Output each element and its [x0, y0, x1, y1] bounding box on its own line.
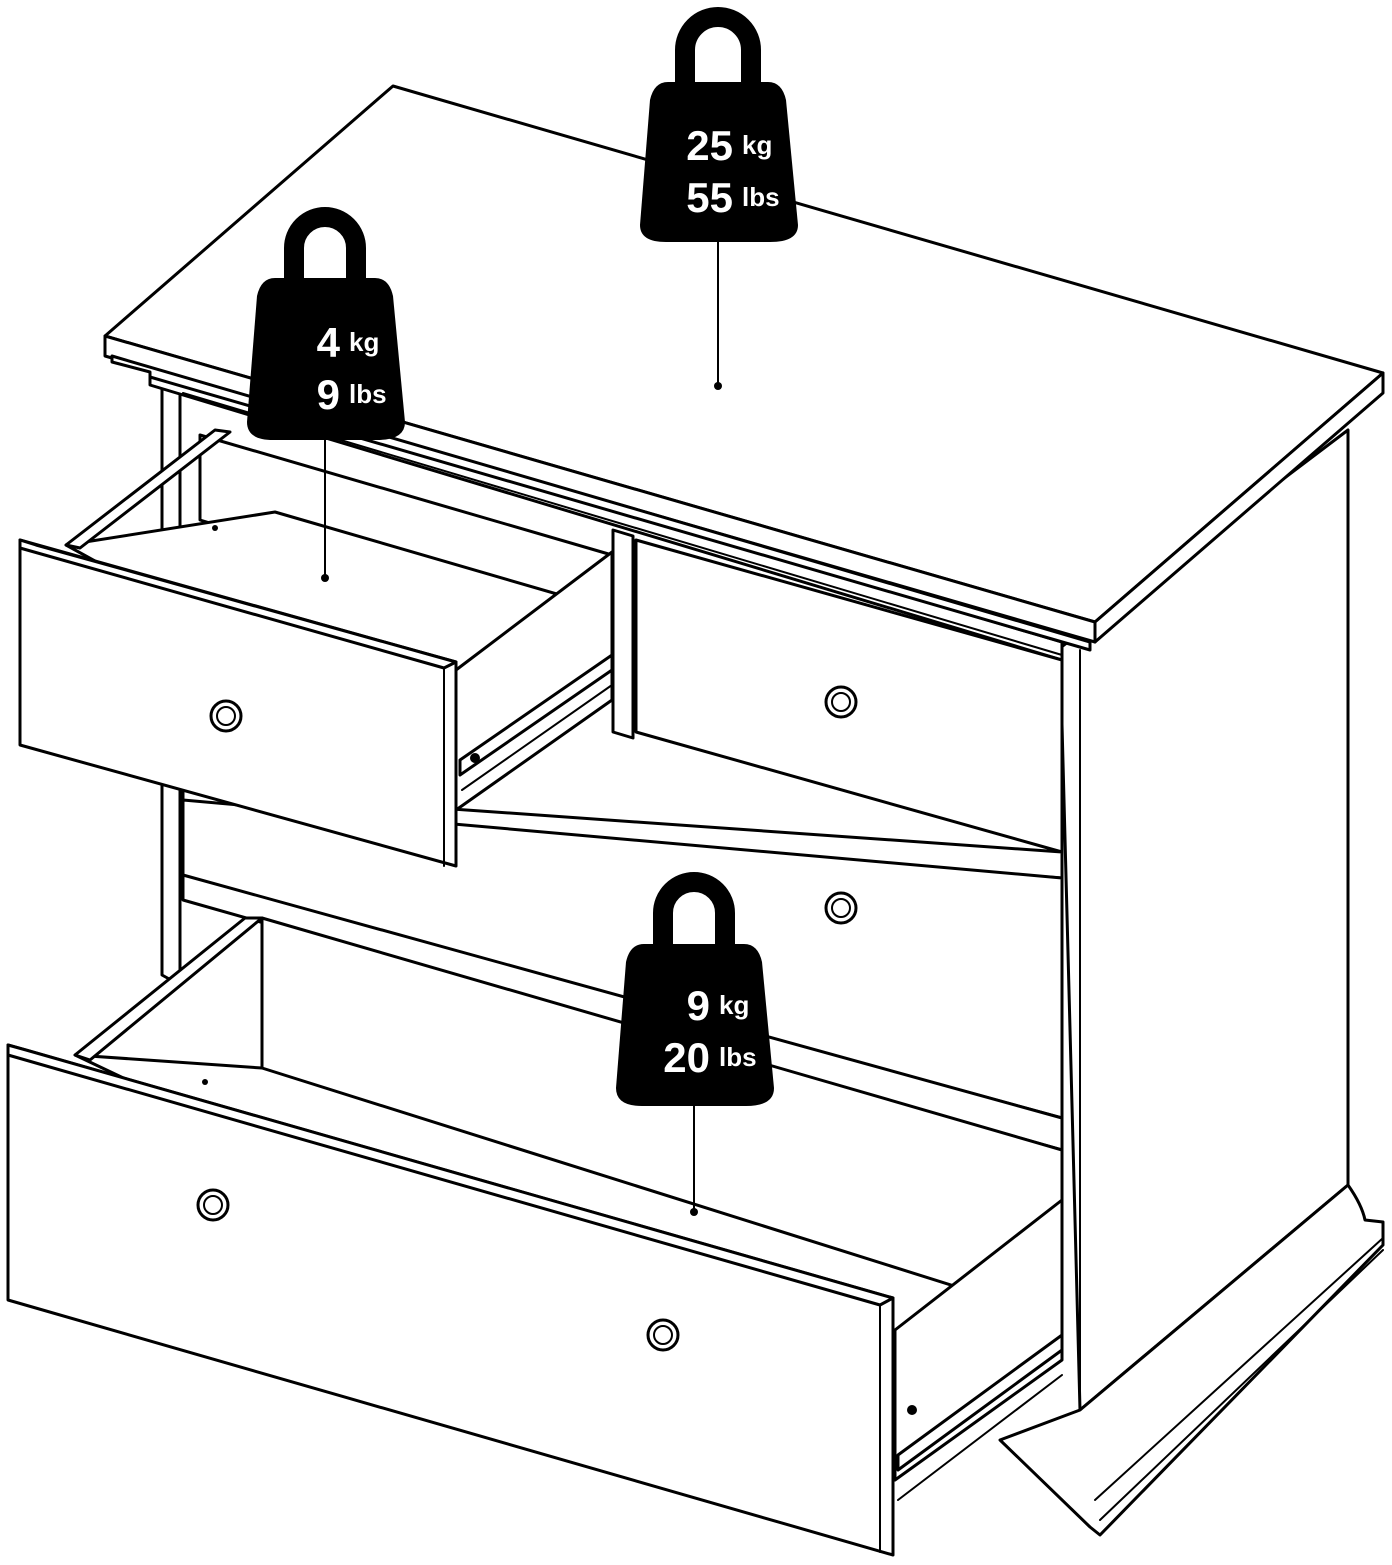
cabinet-plinth [998, 1183, 1385, 1537]
weight-small-drawer-lbs-value: 9 [317, 371, 340, 418]
weight-top-lbs-unit: lbs [742, 182, 780, 212]
drawer-upper-left-front-top [18, 538, 458, 670]
weight-top-lbs-value: 55 [686, 174, 733, 221]
drawer-bottom-left-side [73, 916, 264, 1062]
weight-top-kg-unit: kg [742, 130, 772, 160]
weight-top-icon [640, 82, 798, 242]
weight-small-drawer-kg-unit: kg [349, 327, 379, 357]
knob-upper-right [824, 685, 858, 719]
knob-bottom-left [196, 1188, 230, 1222]
weight-large-drawer-icon [616, 944, 774, 1106]
drawer-upper-left-left-side [64, 428, 232, 550]
knob-upper-left [209, 699, 243, 733]
cabinet-center-divider [611, 528, 635, 740]
weight-small-drawer-kg-value: 4 [317, 319, 341, 366]
cabinet-top-edge-right [1093, 371, 1385, 644]
weight-large-drawer-kg-unit: kg [719, 990, 749, 1020]
weight-top: 25 kg 55 lbs [640, 7, 798, 390]
weight-large-drawer: 9 kg 20 lbs [616, 872, 774, 1216]
drawer-upper-left-open [18, 428, 614, 868]
weight-large-drawer-lbs-value: 20 [663, 1034, 710, 1081]
weight-large-drawer-lbs-unit: lbs [719, 1042, 757, 1072]
drawer-bottom-runner [896, 1333, 1064, 1472]
drawer-upper-left-runner [458, 653, 614, 777]
weight-small-drawer-lbs-unit: lbs [349, 379, 387, 409]
weight-small-drawer: 4 kg 9 lbs [247, 207, 405, 582]
weight-large-drawer-kg-value: 9 [687, 982, 710, 1029]
weight-small-drawer-icon [247, 278, 405, 440]
drawer-bottom-open [6, 916, 1064, 1557]
knob-middle [824, 891, 858, 925]
weight-top-kg-value: 25 [686, 122, 733, 169]
knob-bottom-right [646, 1318, 680, 1352]
cabinet [103, 84, 1385, 1537]
drawer-bottom-front-top [6, 1043, 895, 1307]
drawer-bottom-side [893, 1198, 1064, 1482]
